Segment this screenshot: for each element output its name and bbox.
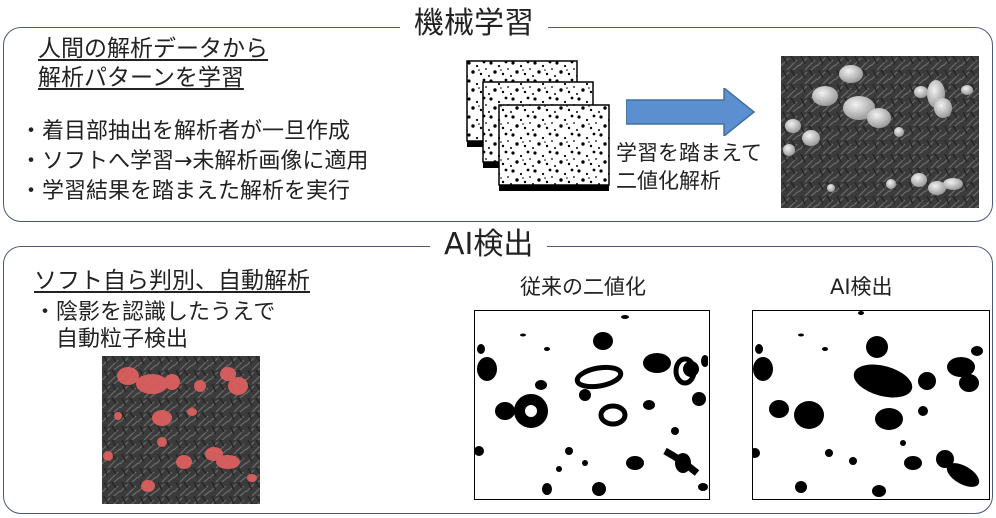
learning-arrow [626,88,756,136]
arrow-caption-line-2: 二値化解析 [616,169,721,193]
label-ai-detection: AI検出 [830,275,893,299]
ml-heading-line-2: 解析パターンを学習 [38,65,244,91]
ai-bullet-line-1: ・陰影を認識したうえで [34,300,276,325]
ml-heading-line-1: 人間の解析データから [38,36,268,62]
ai-heading: ソフト自ら判別、自動解析 [34,268,310,294]
conventional-binarized-image [474,310,710,500]
sem-micrograph [781,56,979,208]
ai-bullet-line-2: 自動粒子検出 [34,327,189,352]
ml-panel-title: 機械学習 [400,7,548,41]
ai-binarized-image [752,310,990,500]
ml-bullet-3: ・学習結果を踏まえた解析を実行 [20,179,351,204]
arrow-caption-line-1: 学習を踏まえて [616,141,762,165]
ai-panel-title: AI検出 [430,228,548,262]
ml-bullet-2: ・ソフトへ学習→未解析画像に適用 [20,149,369,174]
label-conventional-binarization: 従来の二値化 [520,275,646,299]
training-image-stack [466,60,616,195]
ai-detected-micrograph [102,356,260,504]
ml-bullet-1: ・着目部抽出を解析者が一旦作成 [20,119,351,144]
stack-image-front [498,104,610,191]
